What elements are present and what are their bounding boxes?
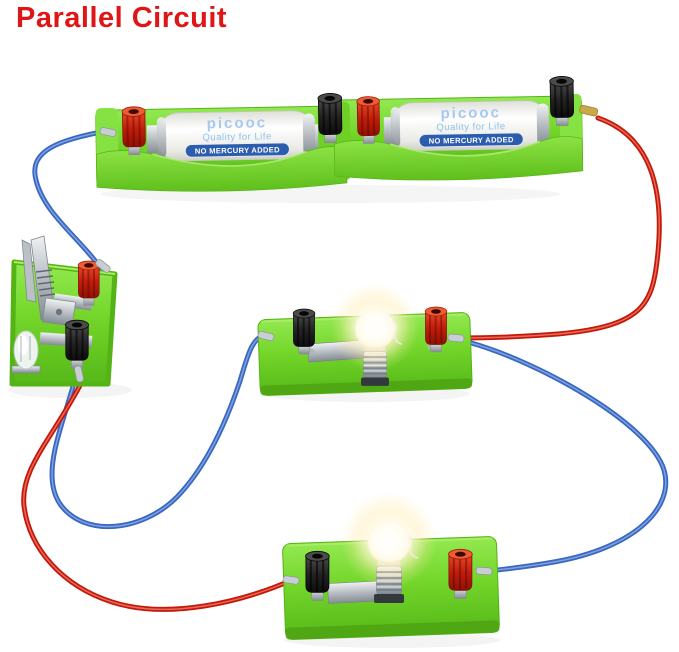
wire-blue-middle-lamp-to-bottom-lamp [465,339,669,574]
bulb-glow [331,283,419,371]
battery-cell-left: picooc Quality for Life NO MERCURY ADDED [156,110,316,162]
battery-tagline-label: Quality for Life [436,121,505,133]
battery-cell-right: picooc Quality for Life NO MERCURY ADDED [390,100,550,152]
lamp-module-bottom [282,492,500,640]
switch-lever [21,235,76,327]
page-title: Parallel Circuit [16,2,228,34]
led-switch-module [9,235,118,387]
bulb-glow [341,492,437,588]
led-bulb [11,330,41,374]
wires [21,115,669,612]
lamp-module-middle [257,283,473,396]
wire-red-led-module-to-bottom-lamp [21,375,295,612]
wire-red-battery-to-middle-lamp [455,115,662,341]
battery-badge-pill [184,142,290,158]
wire-blue-led-module-to-middle-lamp [49,333,265,530]
wire-ferrule [475,566,493,576]
battery-badge-pill [418,132,524,148]
battery-badge-label: NO MERCURY ADDED [429,135,514,145]
battery-brand-label: picooc [440,104,501,122]
battery-tagline-label: Quality for Life [202,131,271,143]
wire-blue-battery-to-led-module [32,128,109,273]
battery-brand-label: picooc [207,114,268,132]
battery-pack: picooc Quality for Life NO MERCURY ADDED… [95,75,599,192]
wire-ferrule [447,333,465,343]
wire-lug-gold [579,105,599,117]
battery-badge-label: NO MERCURY ADDED [195,145,280,155]
